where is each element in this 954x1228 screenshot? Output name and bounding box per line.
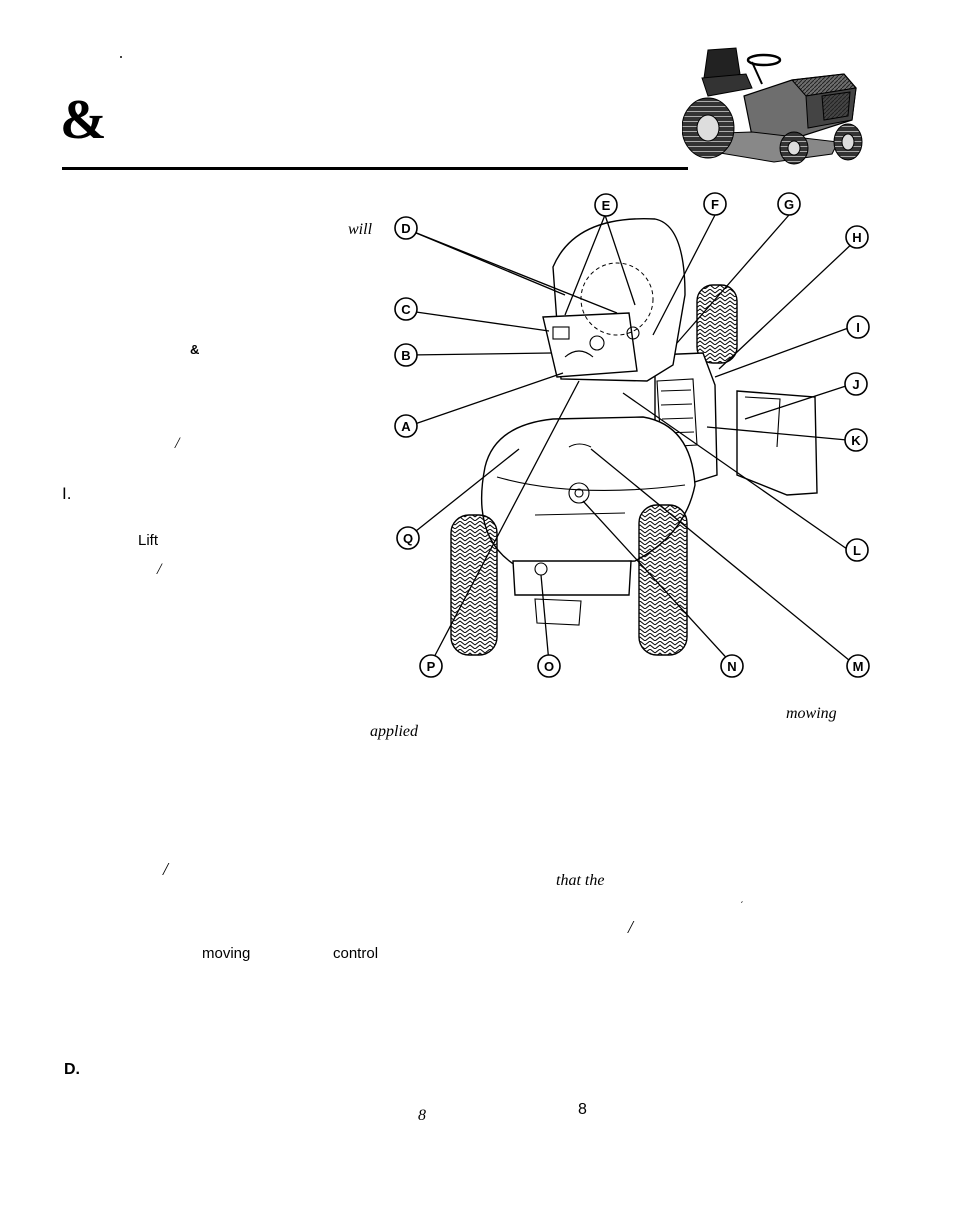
roman-numeral-fragment: I. bbox=[62, 484, 72, 503]
svg-text:F: F bbox=[711, 197, 719, 212]
svg-text:I: I bbox=[856, 320, 860, 335]
section-title-ampersand: & bbox=[60, 89, 107, 151]
svg-text:H: H bbox=[852, 230, 861, 245]
callout-i: I bbox=[846, 315, 870, 339]
svg-text:G: G bbox=[784, 197, 794, 212]
svg-text:E: E bbox=[602, 198, 611, 213]
callout-b: B bbox=[394, 343, 418, 367]
svg-text:D: D bbox=[401, 221, 410, 236]
rear-tire bbox=[696, 284, 738, 364]
callout-p: P bbox=[419, 654, 443, 678]
header-rule bbox=[62, 167, 688, 170]
svg-text:C: C bbox=[401, 302, 411, 317]
controls-diagram: A B C D E F G H I J K L M N O P Q bbox=[394, 192, 870, 678]
lawn-tractor-image bbox=[682, 47, 863, 165]
callout-h: H bbox=[845, 225, 869, 249]
moving-fragment: moving bbox=[202, 945, 251, 962]
callout-c: C bbox=[394, 297, 418, 321]
control-fragment: control bbox=[333, 945, 379, 962]
callout-l: L bbox=[845, 538, 869, 562]
lift-fragment: Lift bbox=[138, 532, 159, 549]
svg-text:P: P bbox=[427, 659, 436, 674]
svg-text:K: K bbox=[851, 433, 861, 448]
that-the-fragment: that the bbox=[556, 872, 605, 889]
callout-leaders bbox=[408, 214, 858, 666]
callout-k: K bbox=[844, 428, 868, 452]
svg-text:J: J bbox=[852, 377, 859, 392]
svg-text:N: N bbox=[727, 659, 736, 674]
callout-m: M bbox=[846, 654, 870, 678]
svg-text:O: O bbox=[544, 659, 554, 674]
slash-fragment: / bbox=[175, 435, 180, 452]
slash-fragment-3: / bbox=[163, 859, 169, 879]
callout-q: Q bbox=[396, 526, 420, 550]
svg-text:Q: Q bbox=[403, 531, 413, 546]
callout-o: O bbox=[537, 654, 561, 678]
page-number: 8 bbox=[578, 1101, 587, 1118]
svg-text:B: B bbox=[401, 348, 410, 363]
slash-fragment-2: / bbox=[157, 561, 162, 578]
callout-g: G bbox=[777, 192, 801, 216]
tick-mark: ˏ bbox=[740, 893, 744, 904]
callout-a: A bbox=[394, 414, 418, 438]
callout-e: E bbox=[594, 193, 618, 217]
will-fragment: will bbox=[348, 221, 373, 238]
callout-f: F bbox=[703, 192, 727, 216]
page-number-italic: 8 bbox=[418, 1107, 426, 1124]
svg-text:M: M bbox=[853, 659, 864, 674]
svg-text:L: L bbox=[853, 543, 861, 558]
stray-mark bbox=[120, 56, 122, 58]
callout-d: D bbox=[394, 216, 418, 240]
front-tire-right bbox=[638, 504, 688, 656]
callout-j: J bbox=[844, 372, 868, 396]
svg-text:A: A bbox=[401, 419, 411, 434]
section-d-label: D. bbox=[64, 1061, 80, 1078]
front-tire-left bbox=[450, 514, 498, 656]
callout-n: N bbox=[720, 654, 744, 678]
mowing-fragment: mowing bbox=[786, 705, 837, 722]
amp-fragment: & bbox=[190, 342, 200, 357]
applied-fragment: applied bbox=[370, 723, 418, 740]
slash-fragment-4: / bbox=[628, 917, 634, 937]
